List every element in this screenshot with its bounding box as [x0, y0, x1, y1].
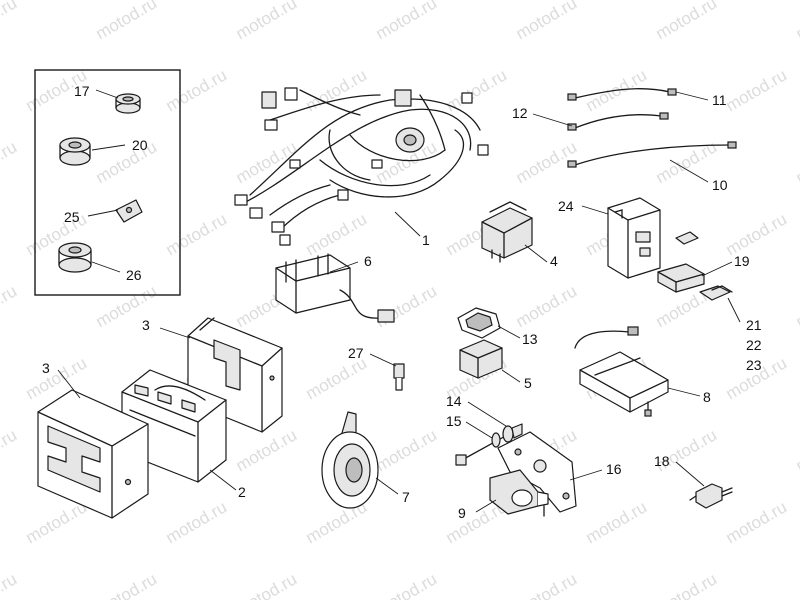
watermark-text: motod.ru	[233, 425, 301, 475]
watermark-text: motod.ru	[443, 65, 511, 115]
watermark-text: motod.ru	[0, 0, 20, 43]
watermark-text: motod.ru	[233, 0, 301, 43]
callout-24: 24	[558, 198, 574, 214]
callout-16: 16	[606, 461, 622, 477]
watermark-text: motod.ru	[0, 569, 20, 600]
control-unit-8	[574, 326, 669, 417]
watermark-text: motod.ru	[233, 569, 301, 600]
watermark-text: motod.ru	[373, 569, 441, 600]
callout-12: 12	[512, 105, 528, 121]
watermark-text: motod.ru	[793, 281, 800, 331]
watermark-text: motod.ru	[0, 425, 20, 475]
leader-lines	[57, 89, 741, 513]
callout-3-back: 3	[142, 317, 150, 333]
grommet-20	[59, 137, 91, 166]
fuse-box-24	[607, 197, 661, 279]
callout-26: 26	[126, 267, 142, 283]
battery-cover-3-front	[37, 389, 149, 519]
bolt-14-15	[455, 423, 523, 466]
watermark-text: motod.ru	[23, 497, 91, 547]
inset-box	[34, 69, 181, 296]
watermark-text: motod.ru	[303, 209, 371, 259]
callout-22: 22	[746, 337, 762, 353]
starter-relay-9	[489, 469, 549, 517]
watermark-text: motod.ru	[93, 137, 161, 187]
sensor-27	[393, 363, 405, 391]
regulator-6	[275, 253, 395, 323]
callout-3-front: 3	[42, 360, 50, 376]
watermark-text: motod.ru	[513, 0, 581, 43]
watermark-text: motod.ru	[793, 137, 800, 187]
callout-8: 8	[703, 389, 711, 405]
watermark-text: motod.ru	[583, 497, 651, 547]
callout-13: 13	[522, 331, 538, 347]
watermark-text: motod.ru	[0, 281, 20, 331]
callout-6: 6	[364, 253, 372, 269]
grommet-17	[115, 93, 141, 114]
watermark-text: motod.ru	[723, 497, 791, 547]
callout-2: 2	[238, 484, 246, 500]
callout-27: 27	[348, 345, 364, 361]
watermark-text: motod.ru	[93, 569, 161, 600]
callout-20: 20	[132, 137, 148, 153]
callout-15: 15	[446, 413, 462, 429]
callout-18: 18	[654, 453, 670, 469]
watermark-text: motod.ru	[723, 65, 791, 115]
callout-19: 19	[734, 253, 750, 269]
watermark-text: motod.ru	[93, 281, 161, 331]
watermark-text: motod.ru	[513, 569, 581, 600]
cables-10-11-12	[567, 88, 737, 168]
watermark-text: motod.ru	[163, 497, 231, 547]
callout-10: 10	[712, 177, 728, 193]
watermark-text: motod.ru	[373, 0, 441, 43]
relay-5	[459, 339, 503, 379]
callout-1: 1	[422, 232, 430, 248]
callout-17: 17	[74, 83, 90, 99]
watermark-text: motod.ru	[793, 0, 800, 43]
watermark-text: motod.ru	[793, 425, 800, 475]
watermark-text: motod.ru	[93, 0, 161, 43]
watermark-text: motod.ru	[373, 281, 441, 331]
callout-14: 14	[446, 393, 462, 409]
watermark-text: motod.ru	[0, 137, 20, 187]
watermark-text: motod.ru	[723, 209, 791, 259]
grommet-26	[58, 242, 92, 273]
watermark-text: motod.ru	[163, 209, 231, 259]
switch-18	[689, 483, 733, 509]
callout-5: 5	[524, 375, 532, 391]
callout-4: 4	[550, 253, 558, 269]
watermark-text: motod.ru	[653, 569, 721, 600]
watermark-text: motod.ru	[163, 65, 231, 115]
horn-7	[321, 411, 379, 509]
watermark-text: motod.ru	[793, 569, 800, 600]
wiring-harness-1	[234, 87, 489, 246]
watermark-text: motod.ru	[653, 0, 721, 43]
clip-25	[115, 199, 143, 223]
boot-13	[457, 307, 501, 339]
callout-23: 23	[746, 357, 762, 373]
fuses-19-21-22-23	[657, 231, 733, 301]
callout-25: 25	[64, 209, 80, 225]
callout-11: 11	[712, 92, 727, 108]
callout-7: 7	[402, 489, 410, 505]
callout-21: 21	[746, 317, 762, 333]
watermark-text: motod.ru	[373, 425, 441, 475]
callout-9: 9	[458, 505, 466, 521]
relay-4	[481, 201, 533, 263]
callout-labels: 17 20 25 26 1 6 4 11 12 10 24 19 21 22 2…	[42, 83, 762, 521]
watermark-text: motod.ru	[513, 281, 581, 331]
bracket-16	[497, 431, 577, 513]
